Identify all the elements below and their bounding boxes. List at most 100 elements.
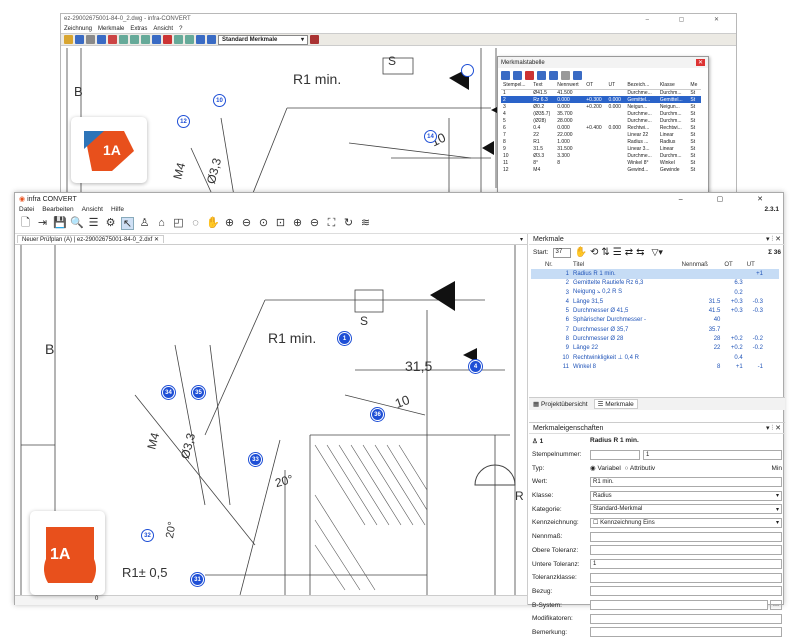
- zoom-out-icon[interactable]: [141, 35, 150, 44]
- menu-bearbeiten[interactable]: Bearbeiten: [42, 206, 74, 213]
- delete-row-icon[interactable]: [525, 70, 534, 80]
- menu-ansicht[interactable]: Ansicht: [81, 206, 103, 213]
- fit-page-icon[interactable]: ⛶: [327, 217, 336, 229]
- old-badge-s[interactable]: [461, 64, 474, 77]
- old-menu-extras[interactable]: Extras: [130, 25, 148, 32]
- hand-icon[interactable]: ✋: [206, 217, 220, 229]
- settings-icon[interactable]: ⚙: [105, 217, 116, 229]
- old-col-ot[interactable]: OT: [584, 82, 607, 90]
- down-icon[interactable]: [513, 70, 522, 80]
- bezug-input[interactable]: [590, 586, 782, 597]
- stamp-icon[interactable]: [152, 35, 161, 44]
- old-merkmal-select[interactable]: Standard Merkmale▾: [218, 34, 308, 45]
- zoom-icon[interactable]: [119, 35, 128, 44]
- tab-merkmale[interactable]: ☰ Merkmale: [593, 399, 638, 409]
- old-col-nennwert[interactable]: Nennwert: [555, 82, 585, 90]
- table-icon[interactable]: [97, 35, 106, 44]
- nennmass-input[interactable]: [590, 531, 782, 542]
- typ-attributiv-radio[interactable]: ○ Attributiv: [624, 464, 656, 472]
- zoom-window-icon[interactable]: [185, 35, 194, 44]
- list-icon[interactable]: ☰: [88, 217, 99, 229]
- tab-menu-icon[interactable]: ▾: [519, 236, 523, 243]
- kennzeichnung-select[interactable]: ☐ Kennzeichnung Eins▾: [590, 517, 782, 528]
- save-icon[interactable]: 💾: [53, 217, 67, 229]
- modifikatoren-input[interactable]: [590, 613, 782, 624]
- old-badge-12[interactable]: 12: [177, 115, 190, 128]
- preview-icon[interactable]: 🔍: [70, 217, 84, 229]
- old-badge-14[interactable]: 14: [424, 130, 437, 143]
- old-badge-10[interactable]: 10: [213, 94, 226, 107]
- print-icon[interactable]: [86, 35, 95, 44]
- zoom-out-icon[interactable]: ⊖: [241, 217, 252, 229]
- old-menu-merkmale[interactable]: Merkmale: [98, 25, 125, 32]
- plus-circle-icon[interactable]: ⊕: [292, 217, 303, 229]
- save-icon[interactable]: [75, 35, 84, 44]
- badge-1[interactable]: 1: [338, 332, 351, 345]
- delete-icon[interactable]: [108, 35, 117, 44]
- start-input[interactable]: 37: [552, 247, 571, 258]
- close-tab-icon[interactable]: ✕: [153, 237, 160, 243]
- badge-35[interactable]: 35: [192, 386, 205, 399]
- badge-33[interactable]: 33: [249, 453, 262, 466]
- old-col-klasse[interactable]: Klasse: [657, 82, 689, 90]
- report-icon[interactable]: [573, 70, 582, 80]
- col-ot[interactable]: OT: [724, 261, 733, 268]
- close-doc-icon[interactable]: [163, 35, 172, 44]
- zoom-in-icon[interactable]: [130, 35, 139, 44]
- typ-variabel-radio[interactable]: ◉ Variabel: [590, 465, 621, 473]
- untere-toleranz-input[interactable]: 1: [590, 559, 782, 570]
- col-nr[interactable]: Nr.: [545, 261, 553, 268]
- stempel-prefix-input[interactable]: [590, 449, 640, 460]
- col-titel[interactable]: Titel: [573, 261, 585, 268]
- old-window-controls[interactable]: – ▢ ✕: [645, 16, 733, 23]
- old-col-text[interactable]: Text: [531, 82, 556, 90]
- document-tab[interactable]: Neuer Prüfplan (A) | ez-29002675001-84-0…: [17, 235, 165, 243]
- rotate-90-icon[interactable]: ↻: [343, 217, 354, 229]
- up-icon[interactable]: [501, 70, 510, 80]
- menu-datei[interactable]: Datei: [19, 206, 35, 213]
- pointer-icon[interactable]: ↖: [121, 217, 134, 230]
- export-icon[interactable]: [310, 35, 319, 44]
- old-menu-zeichnung[interactable]: Zeichnung: [64, 25, 93, 32]
- old-col-stempel[interactable]: Stempel...: [501, 82, 532, 90]
- klasse-select[interactable]: Radius▾: [590, 490, 782, 501]
- flag-icon[interactable]: [207, 35, 216, 44]
- old-menu-help[interactable]: ?: [179, 25, 183, 32]
- filter-icon[interactable]: ▽▾: [651, 247, 663, 257]
- zoom-window-icon[interactable]: ⊡: [275, 217, 286, 229]
- badge-32[interactable]: 32: [141, 529, 154, 542]
- kategorie-select[interactable]: Standard-Merkmal▾: [590, 504, 782, 515]
- b-system-browse-button[interactable]: …: [770, 600, 782, 611]
- stamp-icon[interactable]: ♙: [139, 217, 150, 229]
- window-controls[interactable]: – ▢ ✕: [678, 196, 779, 203]
- fit-icon[interactable]: [174, 35, 183, 44]
- minus-circle-icon[interactable]: ⊖: [309, 217, 320, 229]
- drawing-canvas[interactable]: [15, 245, 528, 595]
- stempel-input[interactable]: 1: [643, 449, 782, 460]
- layers-icon[interactable]: ≋: [360, 217, 371, 229]
- filter-icon[interactable]: [561, 70, 570, 80]
- folder-icon[interactable]: [64, 35, 73, 44]
- old-col-ut[interactable]: UT: [606, 82, 626, 90]
- old-col-me[interactable]: Me: [688, 82, 701, 90]
- badge-31[interactable]: 31: [191, 573, 204, 586]
- tab-projektuebersicht[interactable]: ▦ Projektübersicht: [533, 400, 588, 408]
